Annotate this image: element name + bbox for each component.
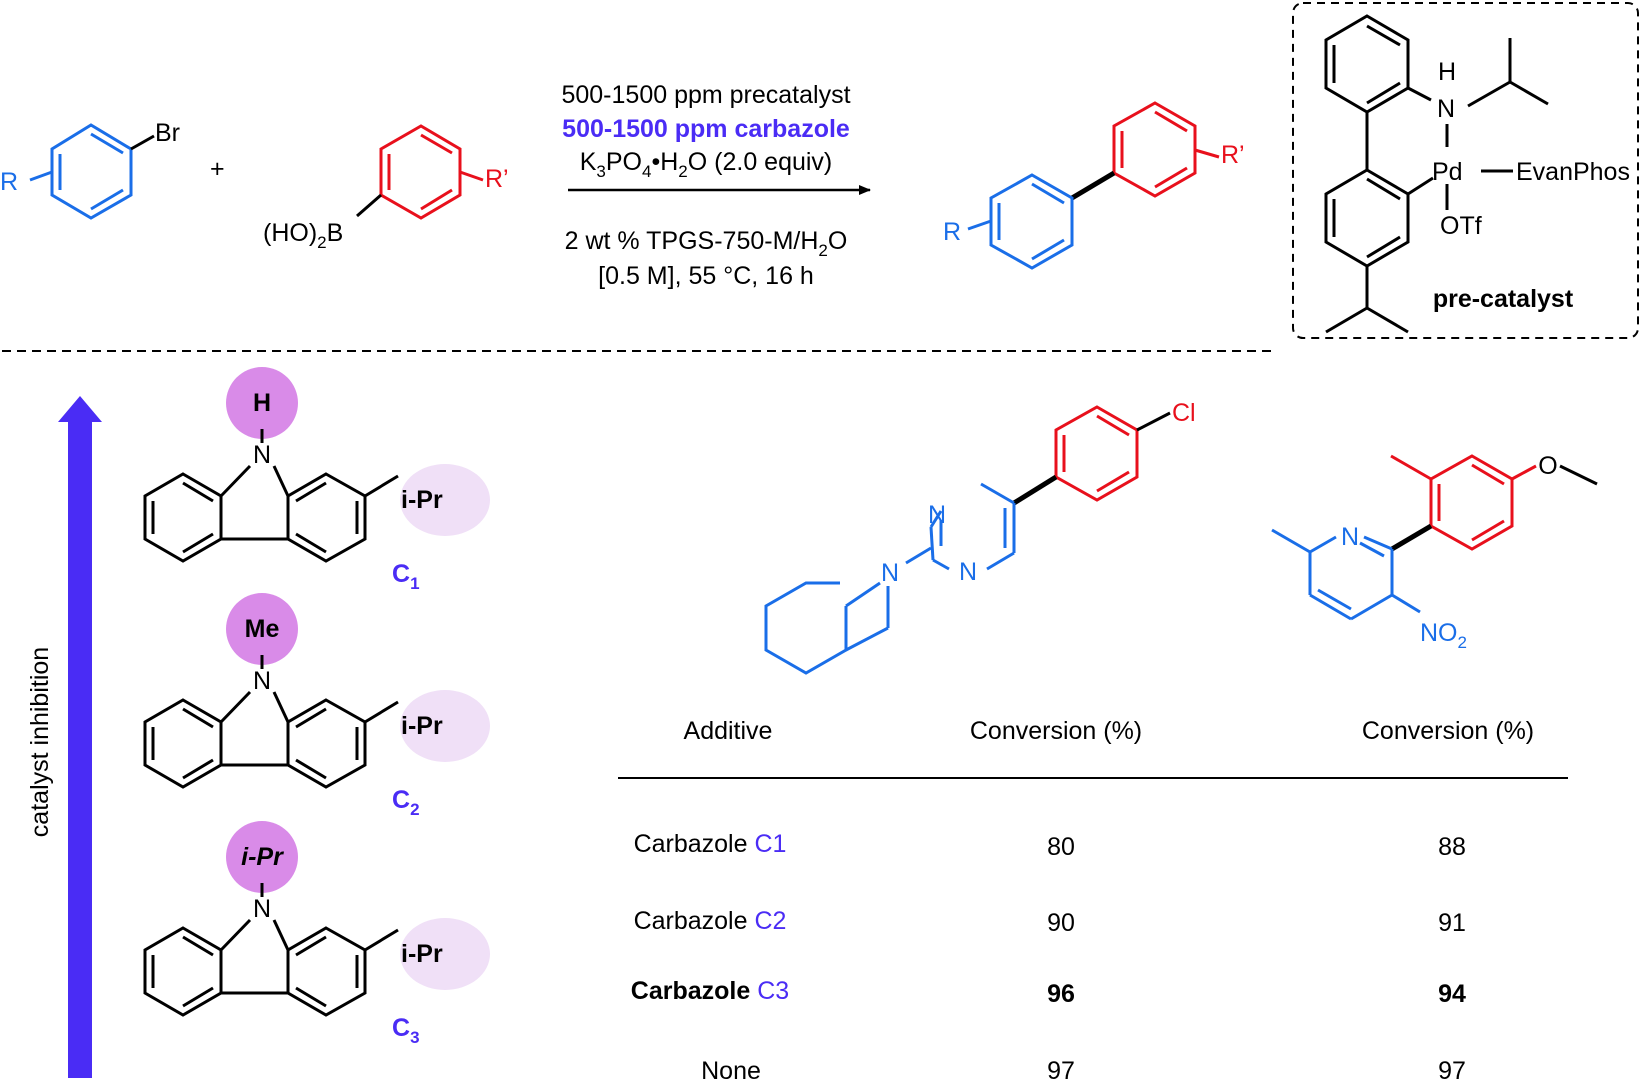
row-conv-2: 97 [1438,1057,1466,1083]
row-additive: Carbazole C2 [634,907,787,935]
table-row: Carbazole C3 96 94 [631,977,1466,1008]
carbazole-c3-ipr: i-Pr [401,940,443,968]
row-additive: Carbazole C3 [631,977,789,1005]
carbazole-c3-n: N [253,895,271,923]
carbazole-c3-substituent: i-Pr [241,843,284,871]
pyrimidine-cl: Cl [1172,399,1196,427]
carbazole-c1-substituent: H [253,389,271,417]
row-conv-1: 97 [1047,1057,1075,1083]
boronic-acid [356,124,484,220]
carbazole-c3-tag: C3 [392,1014,420,1047]
precatalyst-pd: Pd [1432,158,1463,186]
table-row: Carbazole C1 80 88 [634,830,1466,861]
table-header-conversion-2: Conversion (%) [1362,717,1534,745]
table-header-conversion-1: Conversion (%) [970,717,1142,745]
carbazole-c2-tag: C2 [392,786,420,819]
precatalyst-ligand: EvanPhos [1516,158,1630,186]
condition-carbazole: 500-1500 ppm carbazole [562,115,850,143]
piperidine-n: N [881,559,899,587]
precatalyst-box [1292,2,1639,339]
inhibition-arrow [58,396,102,1078]
row-conv-2: 88 [1438,833,1466,861]
bromine-label: Br [155,119,180,147]
condition-temperature: [0.5 M], 55 °C, 16 h [598,262,814,290]
product-r-label: R [943,218,961,246]
boronic-r-prime: R’ [485,165,509,193]
row-conv-1: 96 [1047,980,1075,1008]
pyrimidine-n-top: N [928,501,946,529]
aryl-r-label: R [0,168,18,196]
carbazole-c1-tag: C1 [392,560,420,593]
product-pyrimidine [764,405,1171,675]
precatalyst-otf: OTf [1440,212,1482,240]
pyrimidine-n-bottom: N [959,558,977,586]
product-biaryl [967,101,1220,270]
carbazole-c1-ipr: i-Pr [401,486,443,514]
pyridine-no2: NO2 [1420,619,1467,652]
carbazole-c3: i-Pr N i-Pr C3 [143,821,490,1047]
product-r-prime: R’ [1221,141,1245,169]
product-pyridine [1271,454,1598,621]
condition-base: K3PO4•H2O (2.0 equiv) [580,148,833,181]
row-additive: None [701,1057,761,1083]
row-conv-1: 80 [1047,833,1075,861]
row-conv-2: 94 [1438,980,1466,1008]
table-header-additive: Additive [684,717,773,745]
condition-solvent: 2 wt % TPGS-750-M/H2O [565,227,848,260]
carbazole-c2-ipr: i-Pr [401,712,443,740]
precatalyst-caption: pre-catalyst [1433,285,1574,313]
precatalyst-h: H [1438,58,1456,86]
carbazole-c2: Me N i-Pr C2 [143,593,490,819]
precatalyst-structure [1324,14,1549,334]
boron-label: (HO)2B [263,219,343,252]
carbazole-c2-n: N [253,667,271,695]
row-conv-2: 91 [1438,909,1466,937]
pyridine-methoxy-o: O [1538,452,1557,480]
table-row: Carbazole C2 90 91 [634,907,1466,937]
plus-sign: + [210,155,225,183]
pyridine-n: N [1341,523,1359,551]
inhibition-label: catalyst inhibition [26,647,54,837]
row-conv-1: 90 [1047,909,1075,937]
condition-precatalyst: 500-1500 ppm precatalyst [561,81,850,109]
carbazole-c1-n: N [253,441,271,469]
aryl-bromide [29,123,155,220]
table-row: None 97 97 [701,1057,1466,1083]
precatalyst-n: N [1437,95,1455,123]
carbazole-c2-substituent: Me [245,615,280,643]
row-additive: Carbazole C1 [634,830,787,858]
carbazole-c1: H N i-Pr C1 [143,367,490,593]
